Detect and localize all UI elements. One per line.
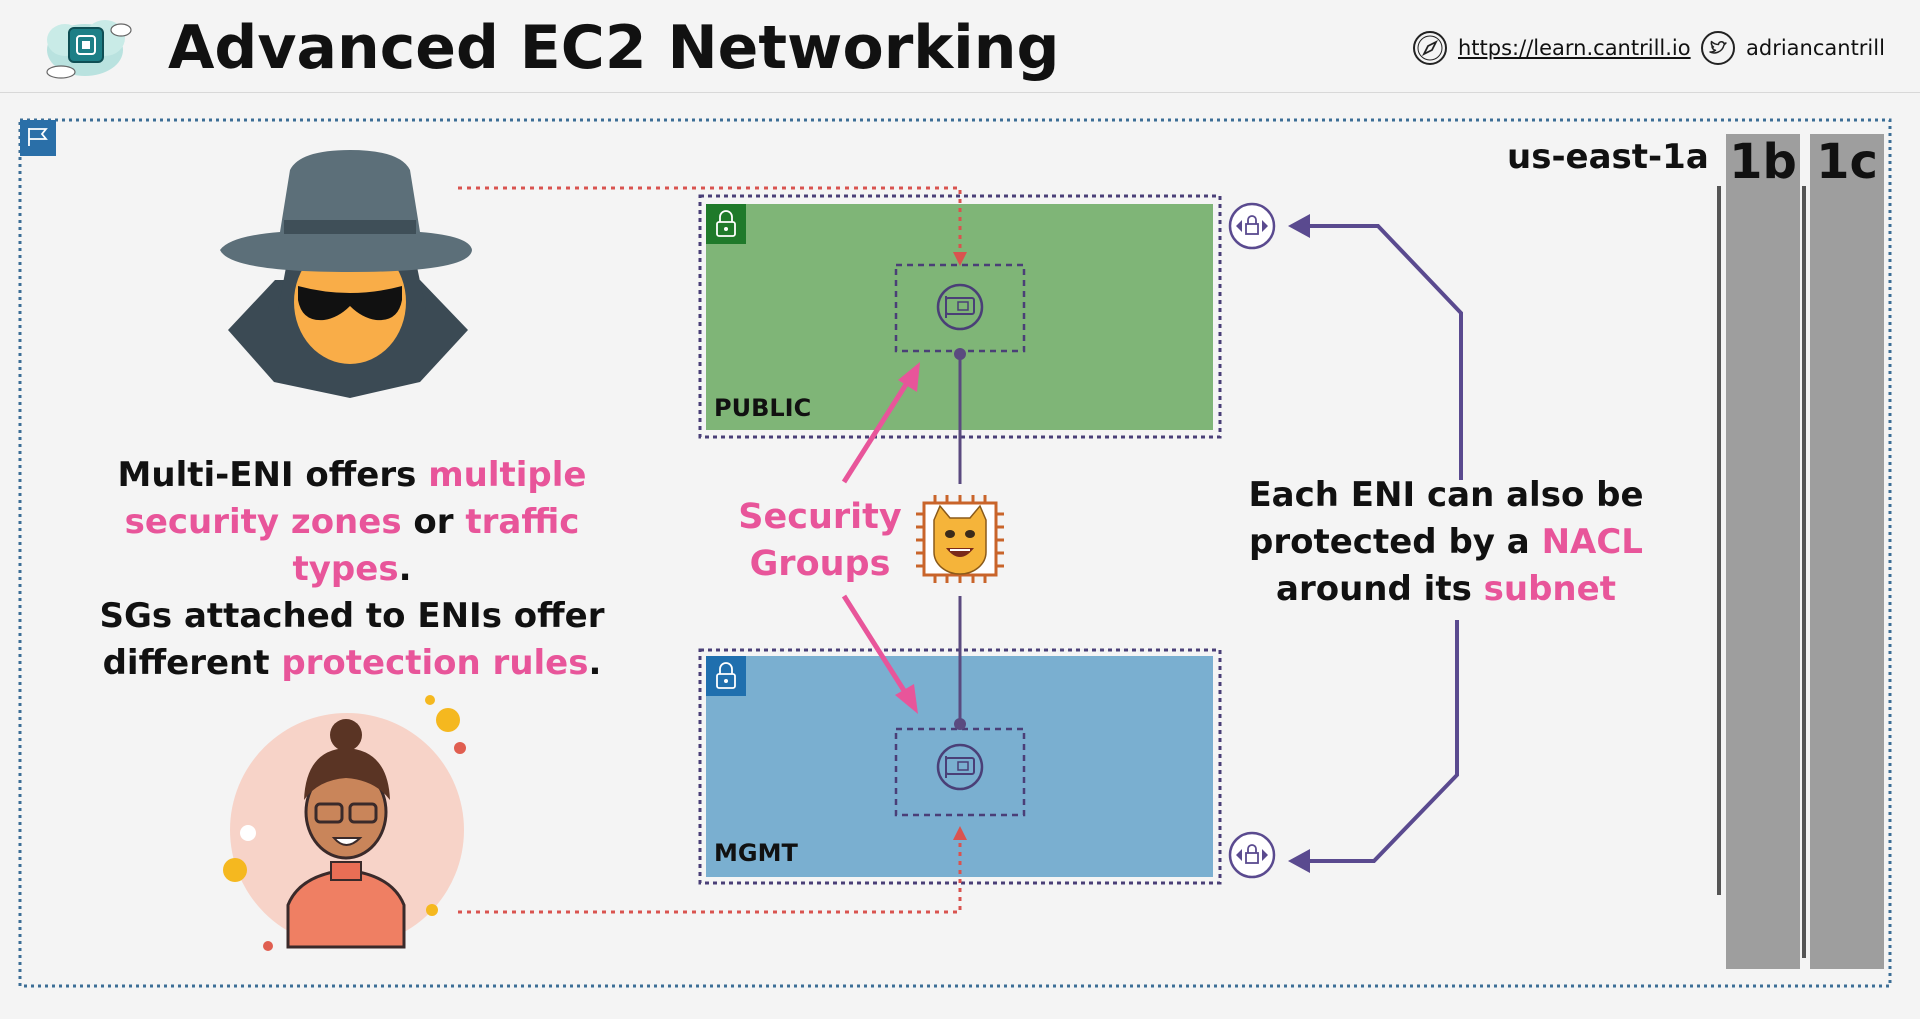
nacl-arrow-top	[1292, 224, 1463, 480]
ec2-instance-icon	[916, 495, 1004, 583]
sg-arrow-bottom	[841, 594, 913, 702]
user-avatar	[223, 695, 466, 951]
cloud-logo-icon	[46, 20, 132, 79]
az-1b-column	[1726, 134, 1800, 969]
public-subnet-border	[698, 194, 1222, 439]
security-groups-line2: Groups	[749, 544, 891, 584]
twitter-icon	[1701, 31, 1735, 65]
security-groups-label: Security Groups	[730, 494, 910, 588]
twitter-link[interactable]: adriancantrill	[1700, 28, 1885, 68]
nacl-description: Each ENI can also be protected by a NACL…	[1248, 475, 1644, 609]
attacker-traffic-line	[458, 186, 962, 262]
sg-arrow-top	[841, 373, 915, 484]
region-flag-icon	[20, 120, 56, 156]
compass-icon	[1413, 31, 1447, 65]
security-groups-line1: Security	[738, 497, 902, 537]
eni-icon	[936, 743, 984, 791]
lock-icon	[706, 656, 746, 696]
lock-icon	[706, 204, 746, 244]
az-1b-label: 1b	[1729, 134, 1797, 190]
website-url: https://learn.cantrill.io	[1458, 36, 1691, 60]
az-1c-column	[1810, 134, 1884, 969]
header-bar: Advanced EC2 Networking https://learn.ca…	[0, 0, 1920, 93]
nacl-icon	[1228, 831, 1276, 879]
multi-eni-description: Multi-ENI offers multiple security zones…	[99, 455, 605, 683]
az-1c-label: 1c	[1816, 134, 1878, 190]
spy-avatar	[220, 150, 472, 398]
eni-mgmt-box	[894, 727, 1026, 817]
region-az-label: us-east-1a	[1507, 137, 1709, 177]
website-link[interactable]: https://learn.cantrill.io	[1412, 28, 1691, 68]
nacl-icon	[1228, 202, 1276, 250]
public-subnet-label: PUBLIC	[714, 394, 812, 422]
nacl-arrow-bottom	[1292, 620, 1459, 863]
page-title: Advanced EC2 Networking	[168, 13, 1060, 83]
mgmt-subnet-label: MGMT	[714, 839, 798, 867]
twitter-handle: adriancantrill	[1746, 36, 1885, 60]
eni-icon	[936, 283, 984, 331]
region-border	[18, 118, 1892, 988]
